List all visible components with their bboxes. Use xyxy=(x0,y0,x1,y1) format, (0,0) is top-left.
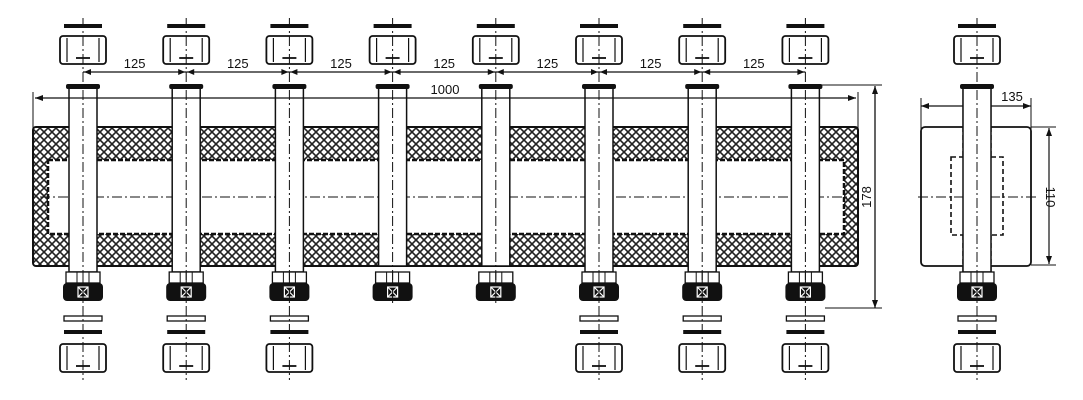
union-nut xyxy=(59,343,107,373)
port-5 xyxy=(471,18,520,305)
port-spacing-label: 125 xyxy=(124,56,146,71)
side-port xyxy=(953,18,1001,380)
port-spacing-label: 125 xyxy=(640,56,662,71)
overall-height-dimension: 178 xyxy=(820,84,882,309)
side-view: 135 110 xyxy=(918,18,1058,380)
side-height-label: 110 xyxy=(1043,187,1058,208)
port-spacing-dimension: 125 xyxy=(289,56,393,75)
overall-length-label: 1000 xyxy=(431,82,460,97)
overall-length-dimension: 1000 xyxy=(32,82,859,130)
port-spacing-label: 125 xyxy=(537,56,559,71)
port-7 xyxy=(678,18,727,380)
front-view: 125 125 125 125 125 125 125 1000 178 xyxy=(32,18,882,380)
side-height-dimension: 110 xyxy=(1031,126,1058,266)
port-spacing-label: 125 xyxy=(743,56,765,71)
union-nut xyxy=(575,343,623,373)
spacing-dimensions: 125 125 125 125 125 125 125 xyxy=(83,56,806,75)
port-2 xyxy=(162,18,211,380)
port-3 xyxy=(265,18,314,380)
port-spacing-dimension: 125 xyxy=(702,56,806,75)
side-width-label: 135 xyxy=(1001,89,1023,104)
port-1 xyxy=(59,18,107,380)
port-spacing-label: 125 xyxy=(330,56,352,71)
port-spacing-dimension: 125 xyxy=(83,56,187,75)
port-4 xyxy=(368,18,417,305)
port-spacing-dimension: 125 xyxy=(599,56,703,75)
port-8 xyxy=(781,18,830,380)
union-nut xyxy=(678,343,727,373)
overall-height-label: 178 xyxy=(859,186,874,208)
port-spacing-dimension: 125 xyxy=(495,56,599,75)
port-spacing-label: 125 xyxy=(433,56,455,71)
union-nut xyxy=(781,343,830,373)
port-spacing-dimension: 125 xyxy=(186,56,290,75)
port-spacing-dimension: 125 xyxy=(392,56,496,75)
port-spacing-label: 125 xyxy=(227,56,249,71)
port-6 xyxy=(575,18,623,380)
